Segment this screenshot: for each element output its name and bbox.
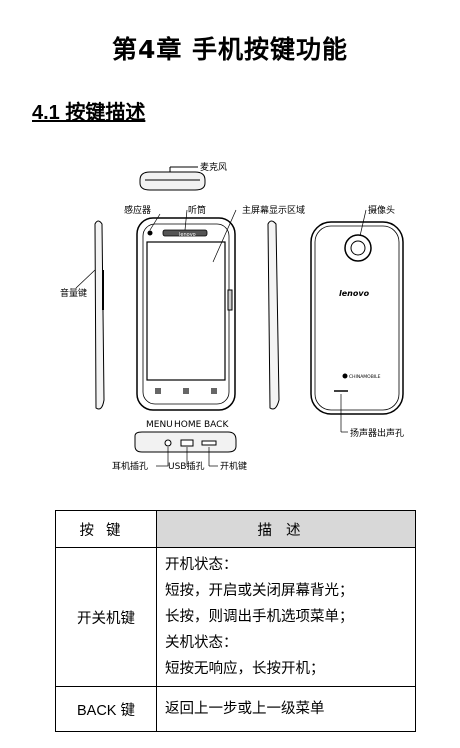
carrier-logo-icon <box>342 373 348 379</box>
phone-bottom-view <box>134 431 237 453</box>
back-key-icon <box>211 388 217 394</box>
label-headset-jack: 耳机插孔 <box>112 460 148 472</box>
table-header-row: 按键 描述 <box>55 510 416 548</box>
table-header-key: 按键 <box>55 510 157 548</box>
label-microphone: 麦克风 <box>200 161 227 173</box>
label-earpiece: 听筒 <box>188 204 206 216</box>
label-home: HOME <box>174 420 202 430</box>
label-speaker: 扬声器出声孔 <box>350 427 404 439</box>
chapter-title: 第4章 手机按键功能 <box>111 35 349 64</box>
table-cell-desc: 开机状态： 短按，开启或关闭屏幕背光； 长按，则调出手机选项菜单； 关机状态： … <box>156 547 416 687</box>
phone-top-view <box>139 171 206 191</box>
table-cell-key: 开关机键 <box>55 547 157 687</box>
carrier-logo-text: CHINAMOBILE <box>349 374 381 380</box>
desc-line: 长按，则调出手机选项菜单； <box>165 609 354 625</box>
label-back: BACK <box>204 420 229 430</box>
label-menu: MENU <box>146 420 173 430</box>
label-main-screen: 主屏幕显示区域 <box>242 204 305 216</box>
phone-back-view <box>310 221 404 415</box>
label-power-key: 开机键 <box>220 460 247 472</box>
phone-left-side-view <box>94 220 105 410</box>
phone-front-view <box>136 217 236 411</box>
label-usb-jack: USB插孔 <box>168 460 204 472</box>
desc-line: 短按无响应，长按开机； <box>165 661 325 677</box>
menu-key-icon <box>155 388 161 394</box>
phone-right-side-view <box>267 220 280 410</box>
front-brand-logo: lenovo <box>179 232 196 238</box>
table-header-desc: 描述 <box>156 510 416 548</box>
desc-line: 短按，开启或关闭屏幕背光； <box>165 583 354 599</box>
desc-line: 返回上一步或上一级菜单 <box>165 701 325 717</box>
key-description-table: 按键 描述 开关机键 开机状态： 短按，开启或关闭屏幕背光； 长按，则调出手机选… <box>55 510 416 732</box>
label-camera: 摄像头 <box>368 204 395 216</box>
phone-key-diagram: 麦克风 lenovo 感应器 听筒 主屏幕显示区域 音量键 lenovo CHI… <box>60 161 404 472</box>
table-row: 开关机键 开机状态： 短按，开启或关闭屏幕背光； 长按，则调出手机选项菜单； 关… <box>55 547 416 687</box>
table-cell-desc: 返回上一步或上一级菜单 <box>156 686 416 732</box>
table-cell-key: BACK 键 <box>55 686 157 732</box>
desc-line: 开机状态： <box>165 557 238 573</box>
home-key-icon <box>183 388 189 394</box>
desc-line: 关机状态： <box>165 635 238 651</box>
section-title: 4.1 按键描述 <box>32 102 146 124</box>
label-volume: 音量键 <box>60 287 87 299</box>
back-brand-logo: lenovo <box>339 289 370 298</box>
table-row: BACK 键 返回上一步或上一级菜单 <box>55 686 416 732</box>
label-sensor: 感应器 <box>124 204 151 216</box>
